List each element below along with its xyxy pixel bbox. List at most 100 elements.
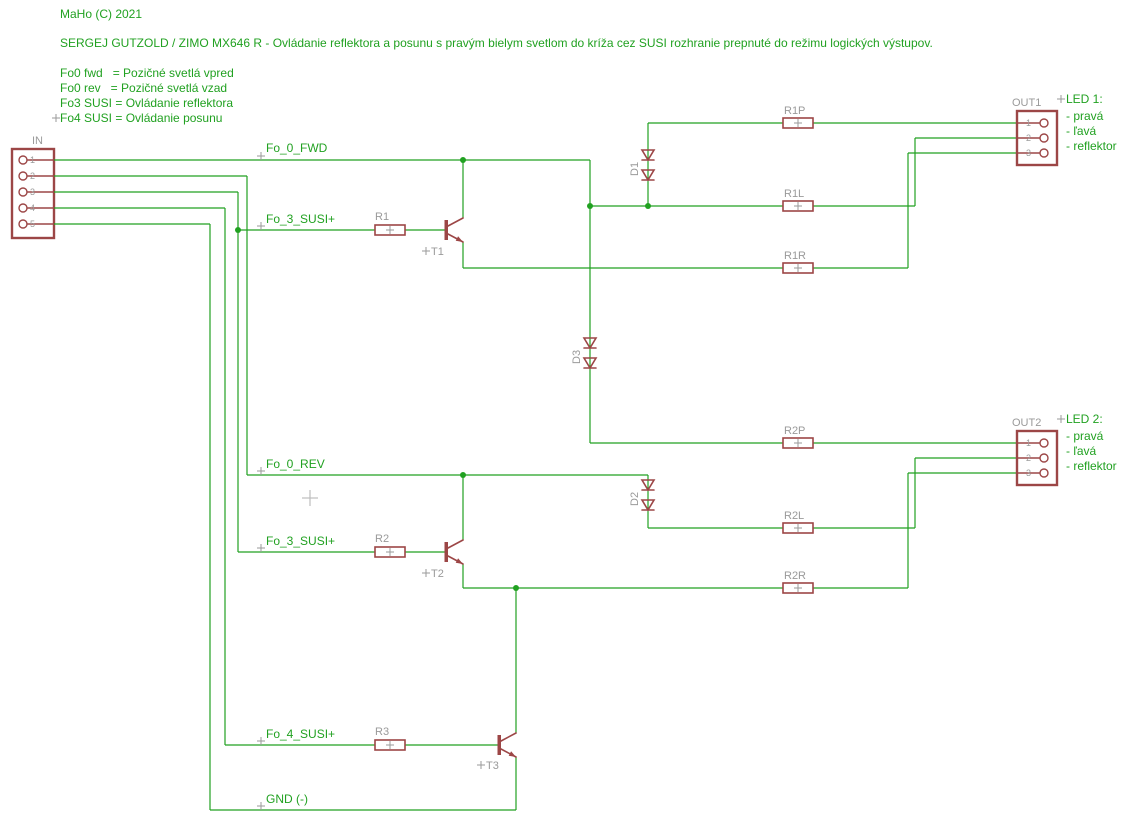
part-label: T3 — [486, 760, 499, 772]
part-d2[interactable]: D2 — [629, 479, 656, 512]
led1-item-prava: - pravá — [1066, 109, 1104, 123]
junction-dot — [460, 472, 466, 478]
in-pin-2 — [18, 171, 28, 181]
out2-pin-1-number: 1 — [1026, 438, 1031, 448]
led2-item-prava: - pravá — [1066, 429, 1104, 443]
part-label: R1 — [375, 211, 389, 223]
part-r2l[interactable]: R2L — [782, 510, 814, 534]
part-label: R2L — [784, 510, 804, 522]
led1-heading: LED 1: — [1066, 92, 1103, 106]
part-t2[interactable]: T2 — [422, 539, 464, 580]
part-label: R3 — [375, 726, 389, 738]
copyright-text: MaHo (C) 2021 — [60, 7, 142, 21]
net-label-susi4[interactable]: Fo_4_SUSI+ — [257, 727, 335, 745]
connector-in[interactable]: IN 1 2 3 4 5 — [10, 135, 56, 240]
net-label-text: Fo_4_SUSI+ — [266, 727, 335, 741]
legend-line-4: Fo4 SUSI = Ovládanie posunu — [60, 111, 222, 125]
part-d3[interactable]: D3 — [571, 337, 598, 370]
emitter-arrow — [508, 751, 516, 757]
part-r2p[interactable]: R2P — [782, 425, 814, 449]
connector-out1[interactable]: OUT1 1 2 3 — [1012, 97, 1059, 167]
connector-out1-name: OUT1 — [1012, 97, 1041, 109]
part-label: T2 — [431, 568, 444, 580]
text-origin-cross — [52, 114, 60, 122]
out1-pin-3 — [1039, 148, 1049, 158]
legend-line-1: Fo0 fwd = Pozičné svetlá vpred — [60, 66, 234, 80]
net-out2-wires[interactable] — [462, 442, 1017, 733]
emitter-arrow — [455, 236, 463, 242]
net-label-rev[interactable]: Fo_0_REV — [257, 457, 325, 475]
in-pin-1-number: 1 — [30, 155, 35, 165]
net-label-fwd[interactable]: Fo_0_FWD — [257, 141, 328, 160]
out1-pin-2 — [1039, 133, 1049, 143]
part-label: R2 — [375, 533, 389, 545]
part-label: R1P — [784, 105, 805, 117]
in-pin-3-number: 3 — [30, 187, 35, 197]
in-pin-1 — [18, 155, 28, 165]
label-led1[interactable]: LED 1: - pravá - ľavá - reflektor — [1057, 92, 1117, 153]
part-label: R1L — [784, 188, 804, 200]
out2-pin-3 — [1039, 468, 1049, 478]
led2-item-reflektor: - reflektor — [1066, 459, 1117, 473]
out2-pin-2-number: 2 — [1026, 453, 1031, 463]
part-label: D1 — [629, 162, 641, 176]
net-gnd[interactable] — [54, 223, 517, 811]
net-label-gnd[interactable]: GND (-) — [257, 792, 308, 810]
net-label-susi3-top[interactable]: Fo_3_SUSI+ — [257, 212, 335, 230]
net-label-text: Fo_0_FWD — [266, 141, 328, 155]
net-label-text: Fo_0_REV — [266, 457, 325, 471]
emitter-arrow — [455, 558, 463, 564]
net-label-text: GND (-) — [266, 792, 308, 806]
legend-line-2: Fo0 rev = Pozičné svetlá vzad — [60, 81, 227, 95]
junction-dot — [513, 585, 519, 591]
part-r1[interactable]: R1 — [374, 211, 406, 236]
net-fo0-rev[interactable] — [54, 175, 649, 540]
part-d1[interactable]: D1 — [629, 149, 656, 182]
net-label-text: Fo_3_SUSI+ — [266, 534, 335, 548]
part-r1l[interactable]: R1L — [782, 188, 814, 212]
in-pin-5 — [18, 219, 28, 229]
label-led2[interactable]: LED 2: - pravá - ľavá - reflektor — [1057, 412, 1117, 473]
connector-in-body — [10, 147, 56, 240]
part-r2r[interactable]: R2R — [782, 570, 814, 594]
part-t1[interactable]: T1 — [422, 217, 464, 258]
out2-pin-3-number: 3 — [1026, 468, 1031, 478]
in-pin-5-number: 5 — [30, 219, 35, 229]
junction-dot — [645, 203, 651, 209]
connector-out2[interactable]: OUT2 1 2 3 — [1012, 417, 1059, 487]
junction-dot — [460, 157, 466, 163]
part-r1p[interactable]: R1P — [782, 105, 814, 129]
out1-pin-1-number: 1 — [1026, 118, 1031, 128]
part-label: R2P — [784, 425, 805, 437]
legend-block[interactable]: Fo0 fwd = Pozičné svetlá vpred Fo0 rev =… — [52, 66, 234, 125]
part-label: T1 — [431, 246, 444, 258]
net-fo0-fwd[interactable] — [54, 157, 591, 443]
led2-item-lava: - ľavá — [1066, 444, 1097, 458]
schematic-title: SERGEJ GUTZOLD / ZIMO MX646 R - Ovládani… — [60, 36, 933, 50]
junction-dot — [587, 203, 593, 209]
part-label: D2 — [629, 492, 641, 506]
part-t3[interactable]: T3 — [477, 732, 517, 772]
part-label: D3 — [571, 350, 583, 364]
connector-out2-name: OUT2 — [1012, 417, 1041, 429]
part-label: R2R — [784, 570, 806, 582]
in-pin-2-number: 2 — [30, 171, 35, 181]
led2-heading: LED 2: — [1066, 412, 1103, 426]
led1-item-reflektor: - reflektor — [1066, 139, 1117, 153]
net-fo4-susi[interactable] — [54, 207, 498, 746]
cursor-crosshair-icon — [302, 490, 318, 506]
part-r1r[interactable]: R1R — [782, 250, 814, 274]
junction-dot — [235, 227, 241, 233]
part-r2[interactable]: R2 — [374, 533, 406, 558]
in-pin-3 — [18, 187, 28, 197]
in-pin-4 — [18, 203, 28, 213]
connector-in-name: IN — [32, 135, 43, 147]
part-r3[interactable]: R3 — [374, 726, 406, 751]
net-label-text: Fo_3_SUSI+ — [266, 212, 335, 226]
net-label-susi3-mid[interactable]: Fo_3_SUSI+ — [257, 534, 335, 552]
out1-pin-2-number: 2 — [1026, 133, 1031, 143]
net-out1-wires[interactable] — [462, 122, 1017, 269]
net-fo3-susi[interactable] — [54, 191, 445, 553]
